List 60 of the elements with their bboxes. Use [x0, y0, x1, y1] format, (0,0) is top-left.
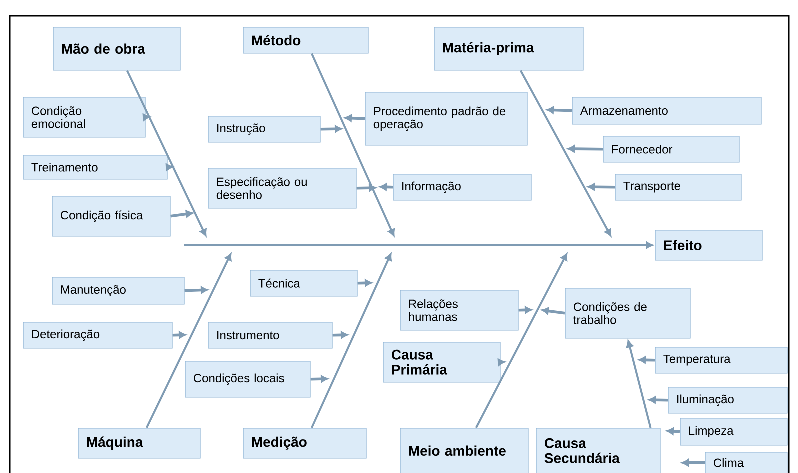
cause-box: Condições locais: [185, 360, 311, 398]
category-box: Medição: [243, 428, 367, 459]
cause-arrow: [666, 428, 680, 436]
cause-arrow: [542, 308, 566, 315]
cause-box: Condições de trabalho: [565, 288, 691, 339]
cause-arrow: [142, 114, 150, 122]
cause-arrow: [170, 210, 194, 218]
cause-box: Limpeza: [680, 418, 788, 446]
cause-arrow: [184, 286, 208, 294]
cause-arrow: [588, 184, 616, 191]
bone-arrow: [126, 70, 207, 236]
cause-arrow: [310, 376, 328, 383]
cause-box: Condição emocional: [23, 97, 146, 138]
cause-arrow: [648, 396, 668, 404]
cause-arrow: [320, 126, 342, 133]
cause-box: Temperatura: [655, 346, 788, 374]
bone-arrow: [146, 254, 232, 428]
cause-arrow: [172, 332, 186, 339]
cause-arrow: [568, 146, 604, 153]
cause-box: Procedimento padrão de operação: [365, 92, 528, 146]
bone-arrow: [520, 70, 612, 236]
category-box: Meio ambiente: [400, 428, 529, 473]
bone-arrow: [311, 53, 395, 236]
cause-arrow: [358, 280, 372, 287]
cause-box: Transporte: [615, 174, 742, 201]
cause-box: Deterioração: [23, 322, 173, 349]
cause-arrow: [682, 459, 705, 467]
cause-box: Técnica: [250, 270, 358, 297]
cause-arrow: [356, 184, 376, 192]
category-box: Efeito: [655, 230, 763, 261]
cause-box: Especificação ou desenho: [208, 168, 357, 209]
cause-arrow: [344, 114, 366, 122]
category-box: Método: [243, 27, 369, 54]
cause-box: Relações humanas: [400, 290, 519, 331]
cause-box: Informação: [393, 174, 532, 201]
cause-arrow: [546, 106, 572, 114]
spine-arrow: [184, 242, 654, 249]
category-box: Matéria-prima: [434, 27, 584, 71]
cause-arrow: [518, 306, 532, 314]
category-box: Causa Secundária: [536, 428, 661, 473]
cause-box: Clima: [705, 452, 788, 473]
cause-box: Iluminação: [668, 386, 788, 414]
cause-box: Fornecedor: [603, 136, 740, 163]
bone-arrow: [311, 254, 392, 428]
cause-arrow: [332, 332, 348, 339]
bone-arrow: [626, 340, 652, 428]
cause-arrow: [498, 358, 506, 366]
category-box: Mão de obra: [53, 27, 181, 71]
cause-arrow: [380, 184, 394, 191]
category-box: Máquina: [78, 428, 201, 459]
cause-arrow: [638, 356, 656, 364]
cause-box: Manutenção: [52, 277, 185, 305]
cause-arrow: [166, 164, 174, 171]
cause-box: Treinamento: [23, 154, 168, 180]
category-box: Causa Primária: [383, 342, 501, 383]
cause-box: Instrução: [208, 116, 321, 143]
bone-arrow: [475, 254, 568, 428]
cause-box: Armazenamento: [572, 97, 762, 125]
cause-box: Instrumento: [208, 322, 333, 349]
cause-box: Condição física: [52, 196, 171, 237]
